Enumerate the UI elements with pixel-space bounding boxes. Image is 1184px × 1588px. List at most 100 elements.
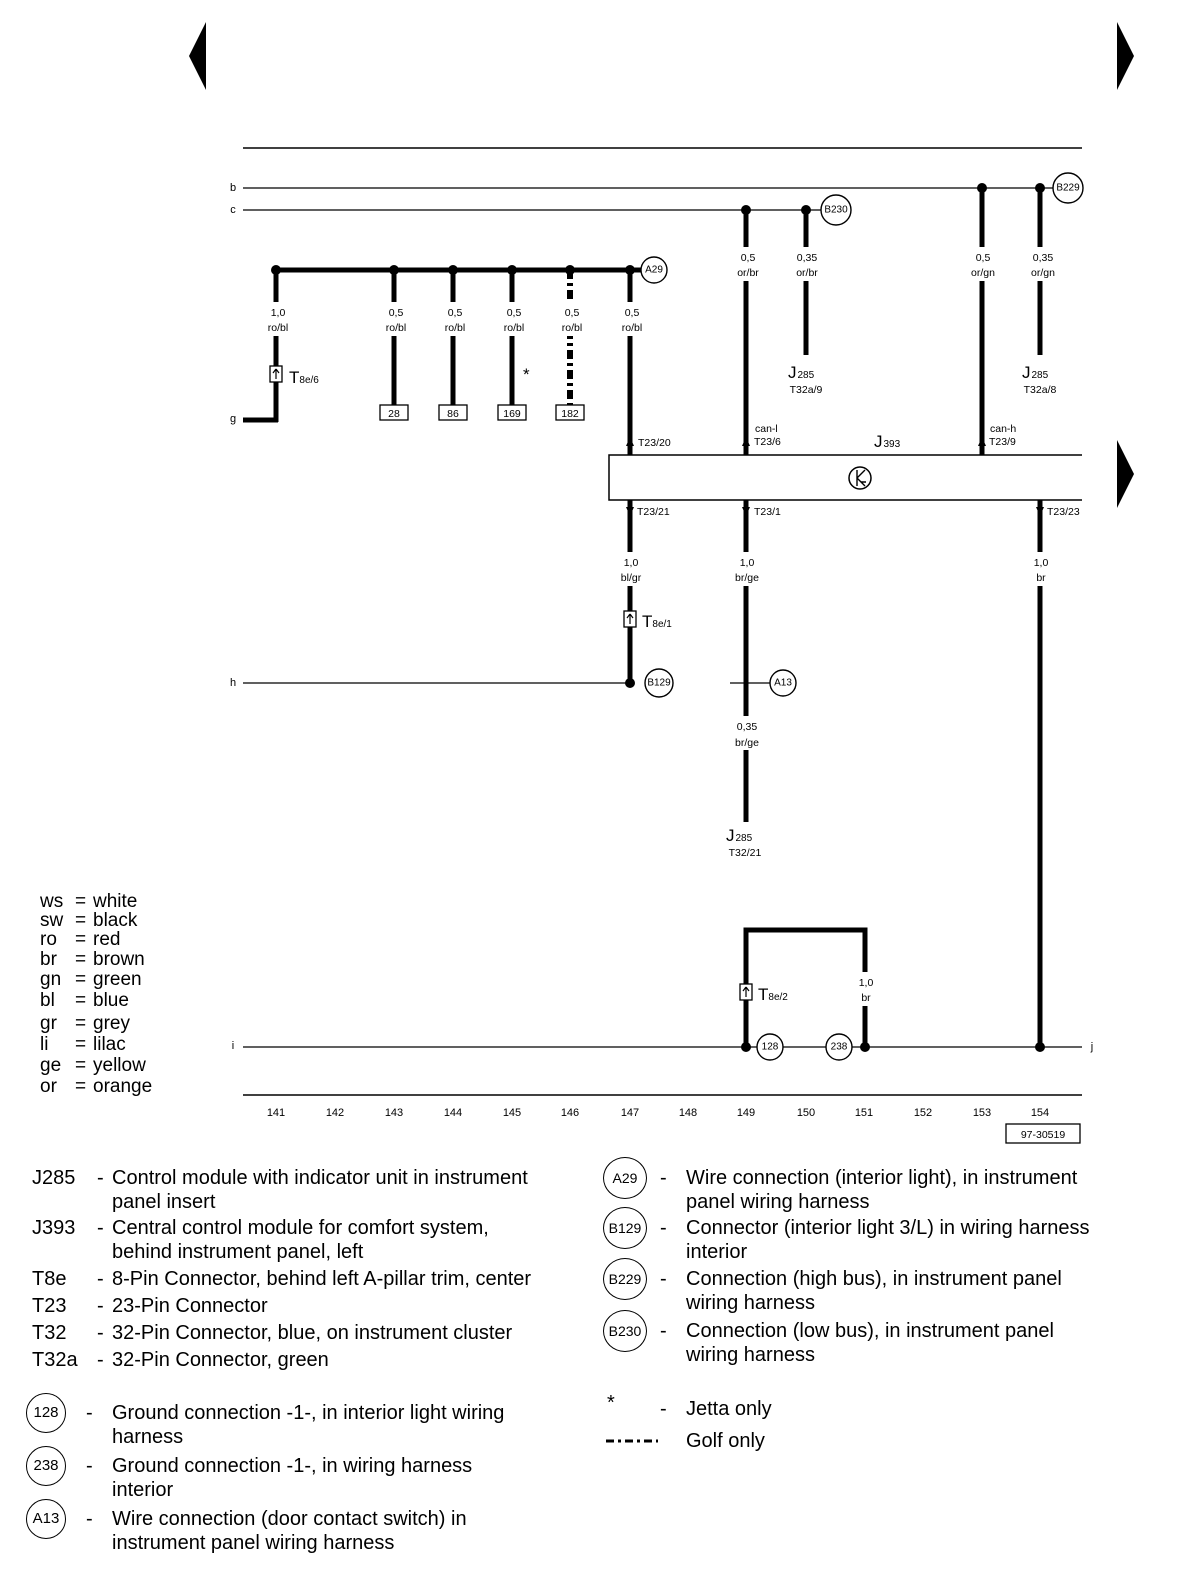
wire-label: 0,5 ro/bl [439, 302, 471, 336]
ground-node-symbol: 238 [26, 1446, 66, 1486]
legend-description: Central control module for comfort syste… [112, 1217, 489, 1263]
svg-text:T8e/6: T8e/6 [289, 368, 319, 387]
svg-text:1,0: 1,0 [1034, 557, 1049, 569]
module-ref-j285-t32-21: J285 T32/21 [726, 826, 761, 859]
pin-t23-23: T23/23 [1047, 506, 1080, 518]
junction-dot [625, 265, 635, 275]
junction-dot [565, 265, 575, 275]
wire-label: 0,5or/gn [966, 247, 1000, 281]
next-page-arrow-icon[interactable] [1117, 22, 1134, 90]
connection-symbol: B230 [603, 1310, 647, 1352]
pin-t23-20: T23/20 [638, 437, 671, 449]
line-label-j: j [1090, 1041, 1093, 1053]
legend-description: Control module with indicator unit in in… [112, 1167, 528, 1213]
junction-dot [1035, 183, 1045, 193]
junction-dot [977, 183, 987, 193]
ground-node-128 [756, 1033, 784, 1061]
svg-text:T32a/8: T32a/8 [1024, 384, 1057, 396]
svg-text:J285: J285 [788, 363, 815, 382]
wire-label: 1,0br/ge [729, 552, 765, 586]
svg-text:1,0: 1,0 [271, 307, 286, 319]
svg-text:br/ge: br/ge [735, 737, 759, 749]
node-b230 [820, 194, 852, 226]
svg-text:0,35: 0,35 [737, 721, 758, 733]
svg-text:0,35: 0,35 [1033, 252, 1054, 264]
wiring-diagram: b c g A29 B230 B229 1,0ro/bl 0,5ro/bl 0,… [189, 22, 1134, 1144]
wire-label: 0,5 ro/bl [556, 302, 588, 336]
pin-arrow [626, 507, 634, 516]
pin-can-h: can-h [990, 423, 1016, 435]
module-j393-label: J393 [874, 432, 901, 451]
junction-dot [507, 265, 517, 275]
legend-description: 23-Pin Connector [112, 1295, 268, 1317]
drawing-number: 97-30519 [1005, 1123, 1081, 1144]
svg-text:T32a/9: T32a/9 [790, 384, 823, 396]
svg-text:97-30519: 97-30519 [1021, 1129, 1066, 1141]
ground-node-128-label: 128 [762, 1042, 779, 1053]
svg-text:1,0: 1,0 [859, 977, 874, 989]
connector-t8e-2: T8e/2 [739, 983, 788, 1004]
connector-t8e-6: T8e/6 [269, 365, 319, 387]
wire-label: 0,35 br/ge [729, 716, 765, 750]
line-label-g: g [230, 413, 236, 425]
wire-connection-symbol: A29 [603, 1157, 647, 1199]
node-b230-label: B230 [824, 205, 848, 216]
wire-label: 0,5ro/bl [380, 302, 412, 336]
svg-text:J285: J285 [1022, 363, 1049, 382]
svg-text:ro/bl: ro/bl [504, 322, 524, 334]
column-number: 154 [1031, 1107, 1049, 1119]
ground-node-238 [825, 1033, 853, 1061]
legend-description: Ground connection -1-, in wiring harness… [112, 1455, 473, 1501]
svg-text:br: br [861, 992, 871, 1004]
electronic-module-icon [848, 466, 872, 490]
continued-right-arrow-icon[interactable] [1117, 440, 1134, 508]
connector-symbol: B129 [603, 1207, 647, 1249]
node-b129-label: B129 [647, 678, 671, 689]
legend-description: Connection (low bus), in instrument pane… [686, 1320, 1054, 1366]
svg-text:or/br: or/br [796, 267, 818, 279]
svg-text:ro/bl: ro/bl [562, 322, 582, 334]
pin-arrow [978, 437, 986, 446]
node-b129 [644, 668, 674, 698]
svg-text:T32/21: T32/21 [729, 847, 762, 859]
svg-text:0,5: 0,5 [565, 307, 580, 319]
line-label-i: i [232, 1040, 234, 1052]
legend-description: 32-Pin Connector, green [112, 1349, 329, 1371]
node-b229-label: B229 [1056, 183, 1080, 194]
module-ref-j285-t32a-8: J285 T32a/8 [1022, 363, 1056, 396]
pin-t23-21: T23/21 [637, 506, 670, 518]
column-number: 146 [561, 1107, 579, 1119]
wire-connection-symbol: A13 [26, 1499, 66, 1539]
svg-text:0,5: 0,5 [389, 307, 404, 319]
svg-text:ro/bl: ro/bl [445, 322, 465, 334]
svg-text:0,5: 0,5 [625, 307, 640, 319]
wire-label: 0,5ro/bl [498, 302, 530, 336]
column-number: 149 [737, 1107, 755, 1119]
prev-page-arrow-icon[interactable] [189, 22, 206, 90]
svg-text:0,5: 0,5 [448, 307, 463, 319]
column-number: 148 [679, 1107, 697, 1119]
legend-description: Connector (interior light 3/L) in wiring… [686, 1217, 1090, 1263]
wire-label: 0,5ro/bl [616, 302, 648, 336]
pin-t23-6: T23/6 [754, 436, 781, 448]
wire-label: 1,0ro/bl [262, 302, 294, 336]
wire-label: 1,0 br [852, 972, 880, 1006]
svg-text:J285: J285 [726, 826, 753, 845]
column-number: 150 [797, 1107, 815, 1119]
asterisk-symbol: * [607, 1392, 615, 1414]
connector-t8e-1: T8e/1 [623, 610, 672, 631]
svg-text:182: 182 [561, 408, 579, 420]
terminal-box-28: 28 [379, 404, 409, 421]
svg-text:0,5: 0,5 [741, 252, 756, 264]
node-a13 [769, 669, 797, 697]
module-j393-box [608, 454, 1082, 501]
terminal-box-86: 86 [438, 404, 468, 421]
line-label-b: b [230, 182, 236, 194]
node-a29-label: A29 [645, 265, 663, 276]
column-number: 145 [503, 1107, 521, 1119]
wire-label: 1,0bl/gr [614, 552, 648, 586]
node-a29 [640, 256, 668, 284]
junction-dot [860, 1042, 870, 1052]
